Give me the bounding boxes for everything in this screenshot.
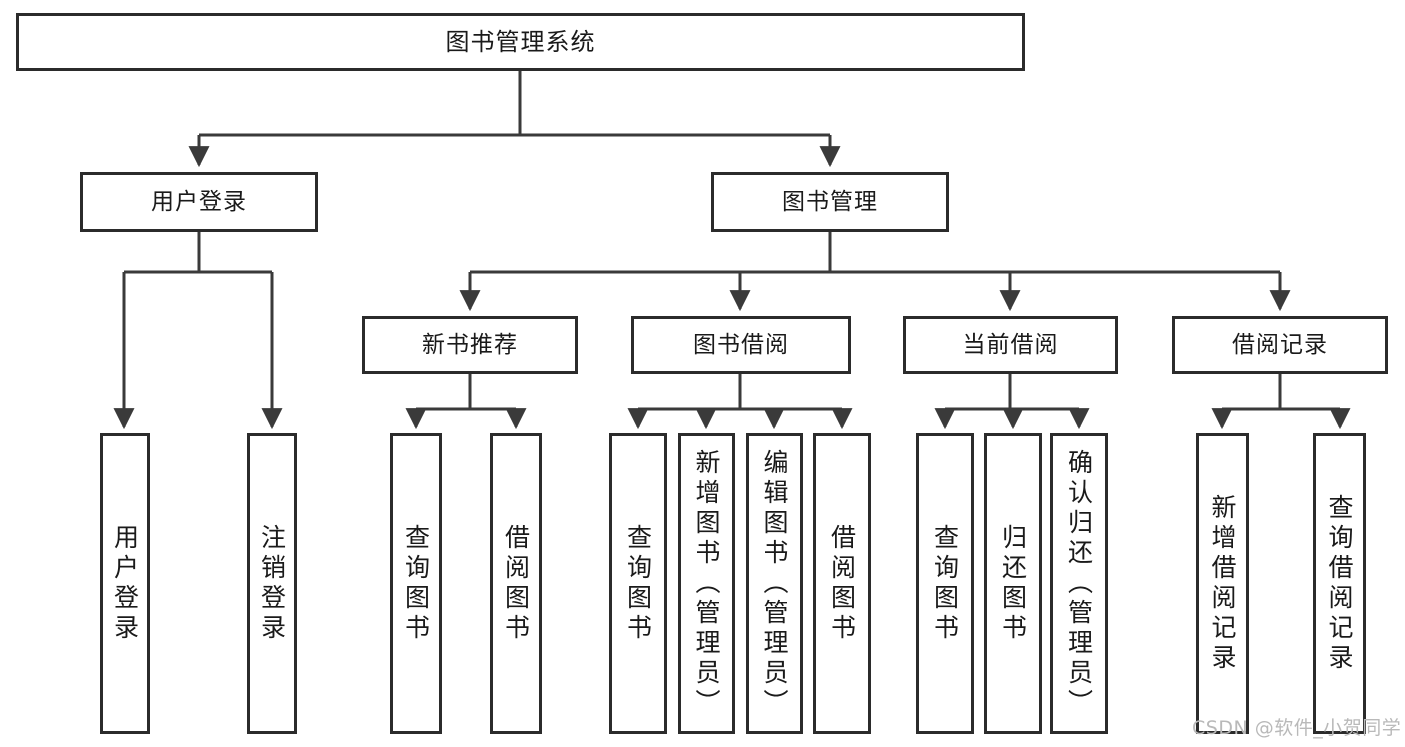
node-label: 归还图书 bbox=[998, 523, 1028, 644]
leaf-query-book-3[interactable]: 查询图书 bbox=[916, 433, 974, 734]
node-label: 用户登录 bbox=[151, 188, 247, 215]
node-label: 新书推荐 bbox=[422, 331, 518, 358]
node-label: 图书管理 bbox=[782, 188, 878, 215]
leaf-add-book[interactable]: 新增图书（管理员） bbox=[678, 433, 735, 734]
leaf-query-book-2[interactable]: 查询图书 bbox=[609, 433, 667, 734]
node-borrow-record[interactable]: 借阅记录 bbox=[1172, 316, 1388, 374]
leaf-user-login[interactable]: 用户登录 bbox=[100, 433, 150, 734]
node-label: 查询借阅记录 bbox=[1325, 493, 1354, 674]
leaf-borrow-book-1[interactable]: 借阅图书 bbox=[490, 433, 542, 734]
node-label: 图书借阅 bbox=[693, 331, 789, 358]
node-label: 查询图书 bbox=[401, 523, 431, 644]
leaf-add-record[interactable]: 新增借阅记录 bbox=[1196, 433, 1249, 734]
leaf-query-book-1[interactable]: 查询图书 bbox=[390, 433, 442, 734]
node-current-borrow[interactable]: 当前借阅 bbox=[903, 316, 1118, 374]
leaf-edit-book[interactable]: 编辑图书（管理员） bbox=[746, 433, 803, 734]
node-label: 查询图书 bbox=[623, 523, 653, 644]
node-label: 注销登录 bbox=[257, 523, 287, 644]
node-user-login[interactable]: 用户登录 bbox=[80, 172, 318, 232]
node-label: 新增图书（管理员） bbox=[692, 448, 721, 719]
node-new-book-recommend[interactable]: 新书推荐 bbox=[362, 316, 578, 374]
node-label: 图书管理系统 bbox=[445, 28, 596, 56]
leaf-query-record[interactable]: 查询借阅记录 bbox=[1313, 433, 1366, 734]
node-label: 借阅图书 bbox=[827, 523, 857, 644]
node-label: 新增借阅记录 bbox=[1208, 493, 1237, 674]
node-book-manage[interactable]: 图书管理 bbox=[711, 172, 949, 232]
node-label: 借阅记录 bbox=[1232, 331, 1328, 358]
leaf-return-book[interactable]: 归还图书 bbox=[984, 433, 1042, 734]
node-label: 编辑图书（管理员） bbox=[760, 448, 789, 719]
node-book-borrow[interactable]: 图书借阅 bbox=[631, 316, 851, 374]
leaf-borrow-book-2[interactable]: 借阅图书 bbox=[813, 433, 871, 734]
node-label: 当前借阅 bbox=[962, 331, 1059, 358]
leaf-logout[interactable]: 注销登录 bbox=[247, 433, 297, 734]
node-label: 借阅图书 bbox=[501, 523, 531, 644]
node-label: 确认归还（管理员） bbox=[1064, 448, 1094, 719]
node-label: 查询图书 bbox=[930, 523, 960, 644]
node-label: 用户登录 bbox=[110, 523, 140, 644]
leaf-confirm-return[interactable]: 确认归还（管理员） bbox=[1050, 433, 1108, 734]
node-root-system[interactable]: 图书管理系统 bbox=[16, 13, 1025, 71]
